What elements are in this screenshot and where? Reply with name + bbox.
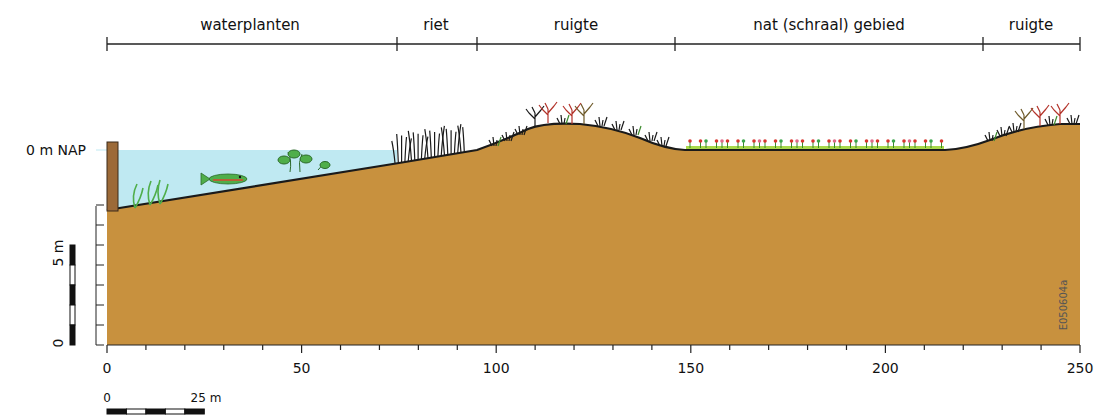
horizontal-scale (107, 409, 204, 414)
axis-label: 150 (677, 361, 704, 375)
zone-bracket (107, 37, 1080, 51)
drawing-code: E050604a (1059, 280, 1069, 331)
ground (107, 124, 1080, 345)
reeds (392, 124, 465, 163)
axis-label: 250 (1067, 361, 1094, 375)
fish (201, 173, 247, 185)
ground-surface (107, 124, 1080, 210)
axis-label: 100 (483, 361, 510, 375)
wet-grass (686, 146, 944, 149)
zone-label: nat (schraal) gebied (753, 18, 904, 33)
x-axis (107, 345, 1080, 353)
zone-label: waterplanten (200, 18, 300, 33)
scale-label: 0 (51, 339, 65, 348)
wet-flowers (688, 139, 943, 148)
rough-vegetation (489, 102, 1079, 146)
scale-label: 0 (103, 392, 111, 404)
nap-label: 0 m NAP (26, 143, 86, 157)
zone-label: ruigte (1009, 18, 1053, 33)
submerged-plants (133, 180, 168, 208)
zone-label: ruigte (554, 18, 598, 33)
axis-label: 200 (872, 361, 899, 375)
zone-label: riet (423, 18, 448, 33)
axis-label: 50 (293, 361, 311, 375)
axis-label: 0 (103, 361, 112, 375)
scale-label: 5 m (51, 240, 65, 267)
vertical-scale (70, 205, 104, 345)
scale-label: 25 m (191, 392, 222, 404)
water-plants (278, 150, 330, 172)
quay-wall (107, 142, 118, 211)
